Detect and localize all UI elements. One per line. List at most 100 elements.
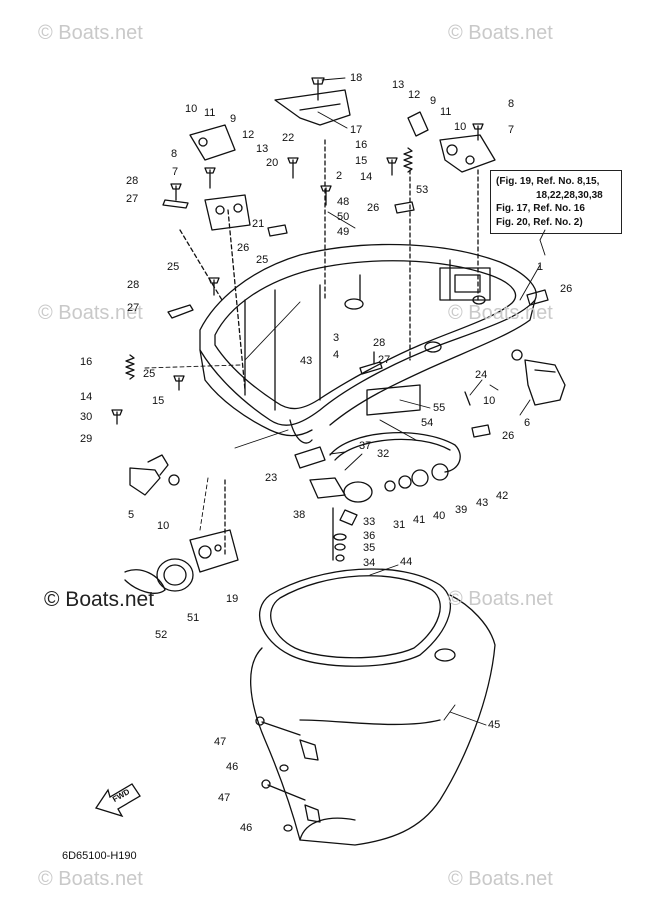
callout: 13 [256,143,269,155]
top-cover-part [274,89,351,126]
watermark-center-right: © Boats.net [448,588,553,610]
callout: 15 [355,155,368,167]
callout: 55 [433,402,446,414]
callout: 48 [337,196,350,208]
callout: 43 [476,497,489,509]
bottom-cowling-upper-outline [199,243,537,426]
callout: 2 [336,170,343,182]
callout: 33 [363,516,376,528]
callout: 24 [475,369,488,381]
callout: 6 [524,417,531,429]
callout: 25 [143,368,156,380]
callout: 26 [560,283,573,295]
callout: 36 [363,530,376,542]
bottom-cowling-wall [199,349,313,437]
callout: 31 [393,519,406,531]
note-line-3: Fig. 17, Ref. No. 16 [496,203,585,214]
callout: 18 [350,72,363,84]
callout: 16 [355,139,368,151]
callout: 35 [363,542,376,554]
callout: 14 [360,171,373,183]
watermark-center-left: © Boats.net [44,588,155,611]
bracket-upper-left [189,124,236,161]
spring-16-left [125,354,135,380]
callout: 22 [282,132,295,144]
callout: 43 [300,355,313,367]
callout: 27 [378,354,391,366]
callout: 28 [373,337,386,349]
callout: 17 [350,124,363,136]
callout: 23 [265,472,278,484]
callout: 14 [80,391,93,403]
callout: 8 [171,148,178,160]
note-line-4: Fig. 20, Ref. No. 2) [496,216,583,228]
callout: 29 [80,433,93,445]
callout: 11 [204,107,216,119]
callout: 16 [80,356,93,368]
callout: 45 [488,719,501,731]
callout: 30 [80,411,93,423]
callout: 20 [266,157,279,169]
callout: 9 [230,113,237,125]
callout: 54 [421,417,434,429]
fwd-arrow-icon [94,783,141,818]
callout: 10 [483,395,496,407]
callout: 13 [392,79,405,91]
callout: 27 [127,302,140,314]
hose-part-42 [329,432,461,473]
callout: 4 [333,349,340,361]
seal-part-44 [259,568,451,667]
watermark-bottom-right: © Boats.net [448,868,553,890]
callout: 19 [226,593,239,605]
callout: 26 [367,202,380,214]
bottom-cowling-inner-rim [214,260,517,410]
callout: 49 [337,226,350,238]
callout: 26 [502,430,515,442]
callout: 1 [537,261,544,273]
callout: 10 [454,121,467,133]
callout: 27 [126,193,139,205]
spring-16-upper [403,147,413,173]
callout: 28 [126,175,139,187]
callout: 46 [226,761,239,773]
callout: 9 [430,95,437,107]
watermark-mid-left: © Boats.net [38,302,143,324]
callout: 34 [363,557,376,569]
callout: 51 [187,612,200,624]
diagram-code: 6D65100-H190 [62,850,137,862]
callout: 7 [172,166,179,178]
callout: 46 [240,822,253,834]
lower-cowling-part-45 [250,594,496,846]
watermark-top-left: © Boats.net [38,22,143,44]
callout: 10 [157,520,170,532]
callout: 12 [242,129,255,141]
note-line-2: 18,22,28,30,38 [536,189,603,201]
callout: 5 [128,509,135,521]
watermark-top-right: © Boats.net [448,22,553,44]
callout: 41 [413,514,426,526]
callout: 52 [155,629,168,641]
callout: 38 [293,509,306,521]
watermark-mid-right: © Boats.net [448,302,553,324]
callout: 26 [237,242,250,254]
callout: 47 [218,792,231,804]
callout: 21 [252,218,265,230]
callout: 42 [496,490,509,502]
callout: 28 [127,279,140,291]
callout: 25 [167,261,180,273]
callout: 50 [337,211,350,223]
callout: 12 [408,89,421,101]
grommet-part-19 [189,529,239,573]
callout: 15 [152,395,165,407]
callout: 37 [359,440,372,452]
callout: 3 [333,332,340,344]
watermark-bottom-left: © Boats.net [38,868,143,890]
lever-part-6 [524,359,566,406]
callout: 44 [400,556,413,568]
callout: 32 [377,448,390,460]
note-line-1: (Fig. 19, Ref. No. 8,15, [496,176,600,187]
callout: 25 [256,254,269,266]
callout: 40 [433,510,446,522]
callout: 39 [455,504,468,516]
